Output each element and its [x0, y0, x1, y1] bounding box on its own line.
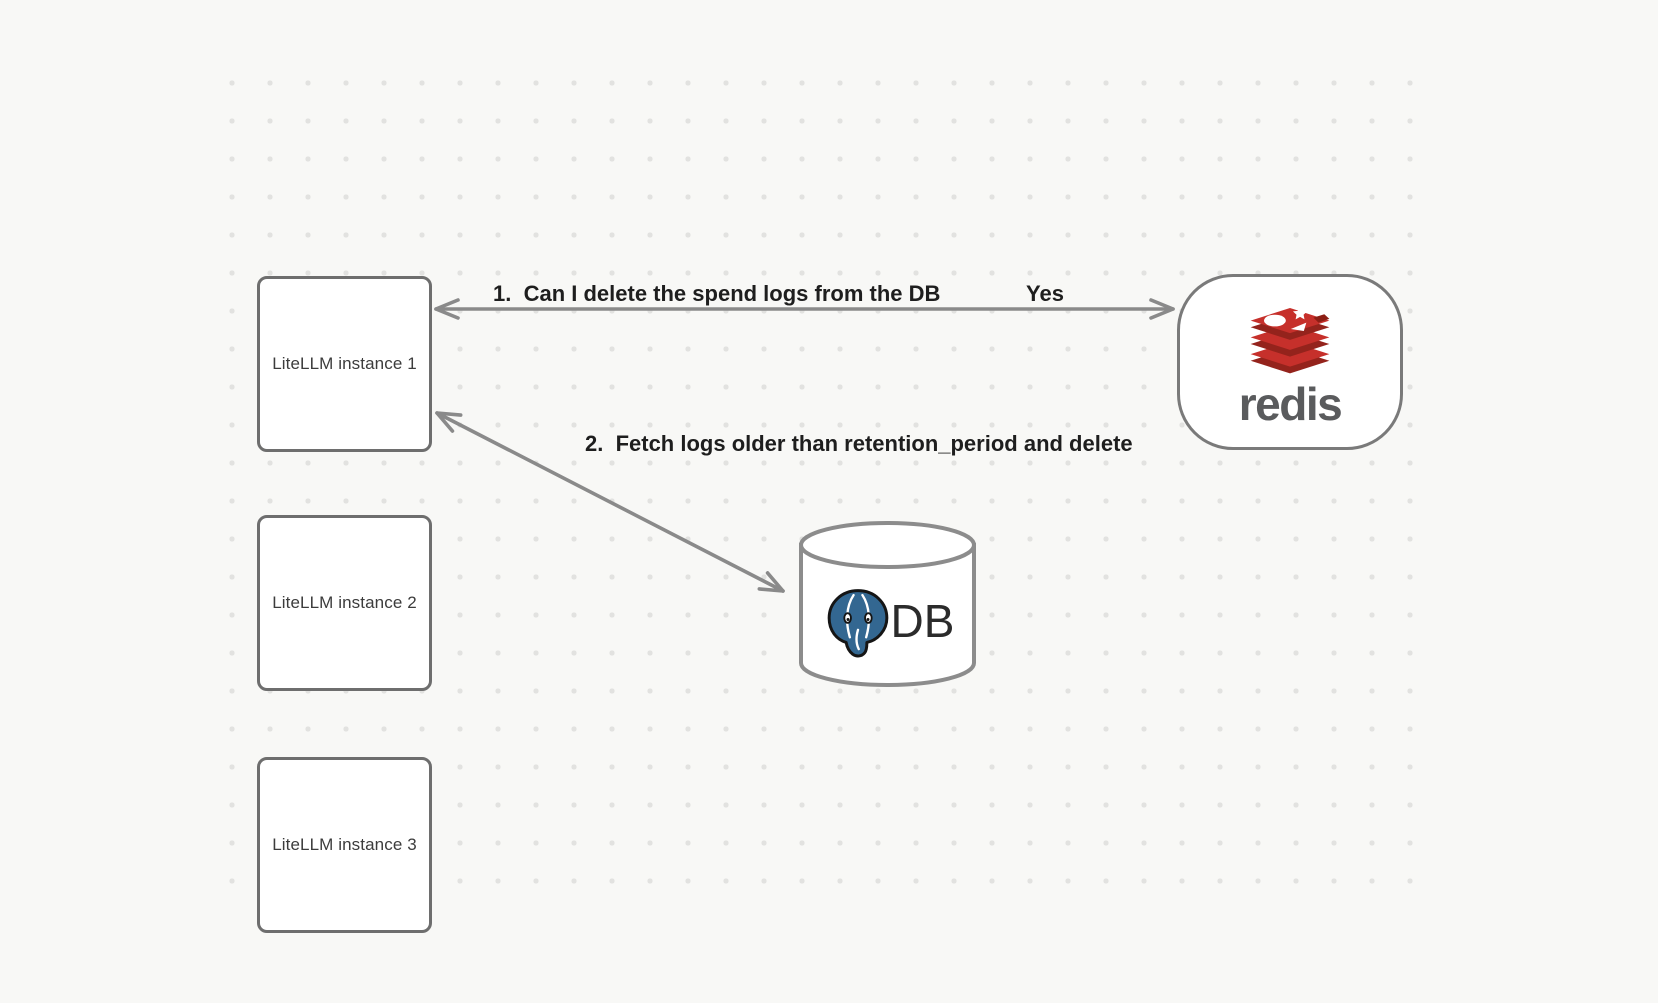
- node-label: LiteLLM instance 3: [272, 835, 417, 854]
- node-redis[interactable]: redis: [1177, 274, 1403, 450]
- database-content: DB: [798, 581, 977, 661]
- edge1-label[interactable]: 1. Can I delete the spend logs from the …: [493, 281, 941, 306]
- node-litellm-instance-2[interactable]: LiteLLM instance 2: [257, 515, 432, 691]
- node-label: LiteLLM instance 2: [272, 593, 417, 612]
- node-database[interactable]: DB: [798, 519, 977, 689]
- database-label: DB: [890, 595, 955, 647]
- edge1-response-label[interactable]: Yes: [1026, 281, 1064, 306]
- redis-logo-icon: [1250, 308, 1330, 374]
- node-label: LiteLLM instance 1: [272, 354, 417, 373]
- postgresql-elephant-icon: [827, 589, 888, 658]
- node-litellm-instance-3[interactable]: LiteLLM instance 3: [257, 757, 432, 933]
- node-litellm-instance-1[interactable]: LiteLLM instance 1: [257, 276, 432, 452]
- edge2-label[interactable]: 2. Fetch logs older than retention_perio…: [585, 431, 1133, 456]
- redis-wordmark-label: redis: [1238, 378, 1343, 430]
- edge-instance1-db-arrow[interactable]: [435, 411, 785, 593]
